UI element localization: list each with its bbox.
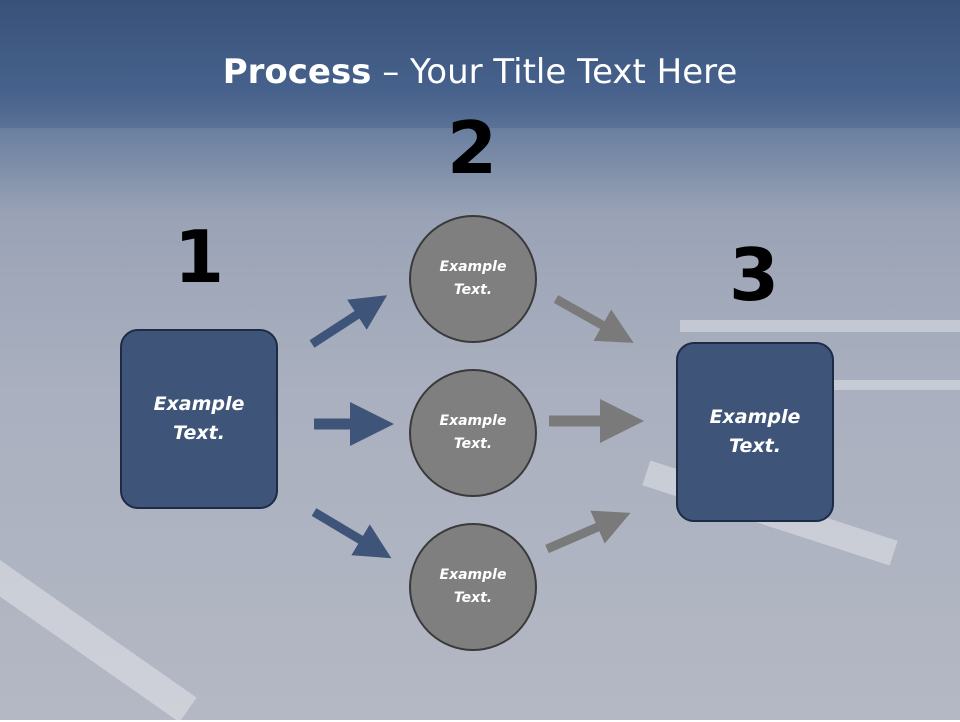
circle-top: Example Text. bbox=[409, 215, 537, 343]
arrow-left-to-bottom bbox=[311, 508, 392, 559]
arrow-left-to-top bbox=[309, 295, 388, 348]
box-step-1: Example Text. bbox=[120, 329, 278, 509]
circle-top-text: Example Text. bbox=[439, 259, 507, 298]
circle-middle-text: Example Text. bbox=[439, 413, 507, 452]
circle-bottom: Example Text. bbox=[409, 523, 537, 651]
step-number-3: 3 bbox=[728, 233, 780, 317]
box-step-3-text: Example Text. bbox=[709, 406, 801, 457]
arrow-bottom-to-right bbox=[545, 510, 631, 554]
box-step-3: Example Text. bbox=[676, 342, 834, 522]
step-number-1: 1 bbox=[173, 215, 225, 299]
step-number-2: 2 bbox=[446, 106, 498, 190]
box-step-1-text: Example Text. bbox=[153, 393, 245, 444]
title-bold: Process bbox=[222, 52, 372, 92]
circle-middle: Example Text. bbox=[409, 369, 537, 497]
arrow-top-to-right bbox=[553, 295, 634, 343]
circle-bottom-text: Example Text. bbox=[439, 567, 507, 606]
slide-title: Process – Your Title Text Here bbox=[0, 52, 960, 92]
title-band bbox=[0, 0, 960, 128]
title-rest: – Your Title Text Here bbox=[371, 52, 738, 92]
background-streak bbox=[680, 320, 960, 332]
